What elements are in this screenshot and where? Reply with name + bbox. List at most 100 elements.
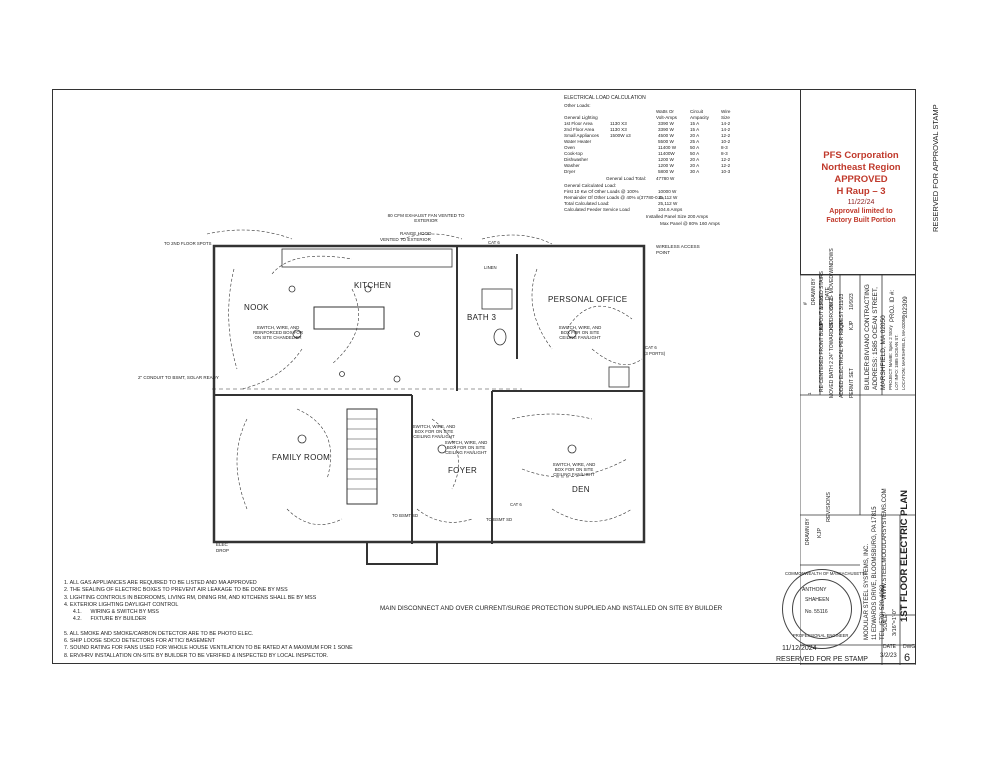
dwg-number: 6 <box>904 652 911 664</box>
nook-chandelier-note: SWITCH, WIRE, AND REINFORCED BOX FOR ON … <box>252 325 303 341</box>
stamp-line-7: Factory Built Portion <box>826 217 896 224</box>
pe-stamp-date: 11/12/2024 <box>782 645 817 652</box>
calc-row-value: 25,112 W <box>658 201 678 206</box>
calc-total-label: General Load Total: <box>606 176 647 181</box>
calc-row-name: Water Heater <box>564 139 592 144</box>
room-office: PERSONAL OFFICE <box>548 295 628 304</box>
calc-row-qty: 1130 X3 <box>610 127 627 132</box>
note-line: 4. EXTERIOR LIGHTING DAYLIGHT CONTROL <box>64 601 179 608</box>
exhaust-fan-label: 80 CFM EXHAUST FAN VENTED TO EXTERIOR <box>387 213 465 224</box>
office-fan-note: SWITCH, WIRE, AND BOX FOR ON SITE CEILIN… <box>558 325 602 341</box>
calc-row-value: 104.6 Amps <box>658 207 683 212</box>
calc-general-title: General Calculated Load: <box>564 183 617 188</box>
calc-row-name: Dryer <box>564 169 576 174</box>
calc-row-qty: 1130 X3 <box>610 121 627 126</box>
approval-stamp-area <box>800 89 916 275</box>
calc-header-size: Size <box>721 115 730 120</box>
floor-plan-drawing <box>206 229 646 565</box>
note-line: 1. ALL GAS APPLIANCES ARE REQUIRED TO BE… <box>64 580 257 586</box>
elec-drop-label-2: DROP <box>216 548 230 553</box>
stamp-line-6: Approval limited to <box>829 208 893 215</box>
room-family: FAMILY ROOM <box>272 453 331 462</box>
calc-row-amps: 20 A <box>690 133 700 138</box>
calc-panel-size: Installed Panel Size 200 Amps <box>646 214 709 219</box>
toilet <box>493 328 507 346</box>
pe-stamp-ring-text: COMMONWEALTH OF MASSACHUSETTS <box>785 571 868 576</box>
note-line: 5. ALL SMOKE AND SMOKE/CARBON DETECTOR A… <box>64 630 254 637</box>
den-fan-note: SWITCH, WIRE, AND BOX FOR ON SITE CEILIN… <box>552 462 596 478</box>
calc-row-wire: 12-2 <box>721 163 731 168</box>
date-label: DATE <box>883 644 896 650</box>
calc-header-circuit: Circuit <box>690 109 704 114</box>
load-calc-subtitle: Other Loads: <box>564 103 591 108</box>
proj-id-label: PROJ. ID #: <box>890 289 896 322</box>
calc-row-wire: 12-2 <box>721 157 731 162</box>
stamp-line-1: PFS Corporation <box>823 150 899 161</box>
calc-row-wire: 14-2 <box>721 121 731 126</box>
rev-date: 3/6/23 <box>829 296 835 310</box>
calc-row-name: Oven <box>564 145 575 150</box>
note-line: 7. SOUND RATING FOR FANS USED FOR WHOLE … <box>64 645 353 652</box>
calc-row-watts: 3390 W <box>658 121 674 126</box>
builder-address: ADDRESS: 1585 OCEAN STREET, <box>872 287 879 390</box>
calc-row-watts: 5800 W <box>658 169 674 174</box>
drawn-by-label: DRAWN BY <box>805 518 811 545</box>
calc-header-watts2: Volt-Amps <box>656 115 677 120</box>
pe-stamp-number: No. 55116 <box>805 609 828 615</box>
calc-row-wire: 14-2 <box>721 127 731 132</box>
calc-row-watts: 3390 W <box>658 127 674 132</box>
calc-row-wire: 8-3 <box>721 151 728 156</box>
note-line: 6. SHIP LOOSE SD/CO DETECTORS FOR ATTIC/… <box>64 638 215 645</box>
note-line: 8. ERV/HRV INSTALLATION ON-SITE BY BUILD… <box>64 652 329 659</box>
calc-row-amps: 20 A <box>690 157 700 162</box>
pe-stamp-type: PROFESSIONAL ENGINEER <box>793 633 849 638</box>
project-location-2: LOCATION: MARSHFIELD, MA 02050 <box>901 316 906 390</box>
general-notes: 1. ALL GAS APPLIANCES ARE REQUIRED TO BE… <box>64 580 353 660</box>
calc-row-wire: 12-2 <box>721 133 731 138</box>
proj-id: 202309 <box>902 296 909 318</box>
calc-row-watts: 1200 W <box>658 163 674 168</box>
stamp-date: 11/22/24 <box>847 199 875 206</box>
note-line: 4.2. FIXTURE BY BUILDER <box>64 616 147 623</box>
pe-stamp-name: ANTHONY <box>802 587 827 593</box>
company-name: MODULAR STEEL SYSTEMS, INC. <box>864 543 870 640</box>
calc-row-name: Remainder Of Other Loads @ 40% x(37780-0… <box>564 195 665 200</box>
front-bumpout <box>366 542 438 565</box>
elec-drop-label: ELEC <box>216 542 228 547</box>
reserved-pe-text: RESERVED FOR PE STAMP <box>776 656 868 663</box>
note-line: 3. LIGHTING CONTROLS IN BEDROOMS, LIVING… <box>64 594 317 601</box>
calc-row-value: 10000 W <box>658 189 677 194</box>
calc-row-wire: 10-3 <box>721 169 731 174</box>
calc-total-value: 47780 W <box>656 176 675 181</box>
sheet-title: 1ST FLOOR ELECTRIC PLAN <box>899 490 910 622</box>
calc-row-name: Dishwasher <box>564 157 588 162</box>
calc-row-watts: 11400W <box>658 151 675 156</box>
floor-spots-label: TO 2ND FLOOR SPOTS <box>164 241 212 246</box>
range-hood-label: RANGE HOOD <box>400 231 432 236</box>
rev-by-header: DRAWN BY <box>811 278 817 305</box>
scale-label: SCALE <box>883 614 889 631</box>
calc-row-amps: 50 A <box>690 151 700 156</box>
calc-row-name: 2nd Floor Area <box>564 127 595 132</box>
reserved-approval-text: RESERVED FOR APPROVAL STAMP <box>931 104 940 232</box>
note-line: 4.1. WIRING & SWITCH BY MSS <box>64 609 159 616</box>
stamp-line-2: Northeast Region <box>821 162 901 173</box>
rev-date: 3/3/23 <box>819 296 825 310</box>
room-nook: NOOK <box>244 303 269 312</box>
company-address: 11 EDWARDS DRIVE, BLOOMSBURG, PA 17815 <box>872 506 878 640</box>
wireless-label-2: POINT <box>656 250 671 255</box>
office-closet <box>608 366 630 388</box>
bath-tub <box>481 288 513 310</box>
project-location: LOT INFO: 1885 OCEAN ST. <box>894 334 899 390</box>
rev-date: 3/11/23 <box>839 293 845 310</box>
calc-row-name: Small Appliances <box>564 133 599 138</box>
scale-value: 3/16"=1'-0" <box>892 609 898 636</box>
range-hood-vent-label: VENTED TO EXTERIOR <box>380 237 431 242</box>
stamp-line-3: APPROVED <box>834 174 888 185</box>
room-bath3: BATH 3 <box>467 313 497 322</box>
calc-row-amps: 15 A <box>690 121 700 126</box>
room-foyer: FOYER <box>448 466 478 475</box>
kitchen-island <box>313 306 385 330</box>
calc-row-amps: 25 A <box>690 139 700 144</box>
rev-num: 1 <box>807 392 812 395</box>
